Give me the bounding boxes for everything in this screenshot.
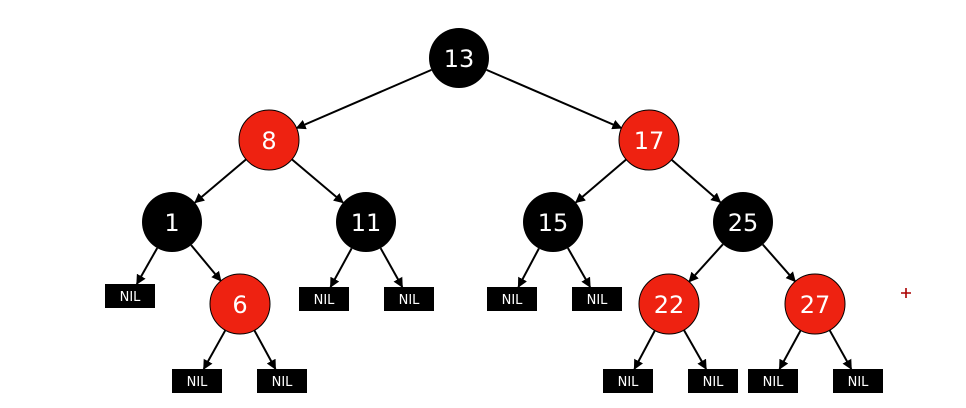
tree-node-25: 25 — [713, 192, 773, 252]
node-label: 15 — [538, 209, 569, 237]
edge-n27-nil11 — [828, 329, 853, 370]
nil-label: NIL — [399, 293, 421, 308]
edge-n25-n22 — [688, 243, 724, 283]
tree-node-6: 6 — [209, 273, 271, 335]
edge-n8-n1 — [194, 158, 247, 204]
nil-label: NIL — [763, 375, 785, 390]
tree-node-27: 27 — [784, 273, 846, 335]
nil-leaf: NIL — [572, 287, 622, 311]
nil-box — [299, 287, 349, 311]
nil-box — [257, 369, 307, 393]
nil-box — [384, 287, 434, 311]
nil-leaf: NIL — [688, 369, 738, 393]
node-circle-red — [618, 109, 680, 171]
node-label: 22 — [654, 291, 685, 319]
edges-layer — [135, 68, 853, 370]
node-circle-black — [429, 28, 489, 88]
nil-label: NIL — [120, 290, 142, 305]
edge-n25-n27 — [762, 243, 796, 283]
tree-node-8: 8 — [238, 109, 300, 171]
edge-n8-n11 — [291, 158, 344, 204]
node-label: 11 — [351, 209, 382, 237]
nil-leaf: NIL — [299, 287, 349, 311]
edge-n6-nil3 — [253, 329, 277, 370]
tree-node-15: 15 — [523, 192, 583, 252]
edge-n13-n8 — [295, 68, 432, 130]
tree-node-22: 22 — [638, 273, 700, 335]
node-label: 27 — [800, 291, 831, 319]
edge-n15-nil6 — [517, 248, 540, 288]
edge-n27-nil10 — [778, 329, 802, 370]
edge-n17-n25 — [670, 158, 722, 204]
nil-leaf: NIL — [172, 369, 222, 393]
node-label: 8 — [261, 127, 276, 155]
nil-leaf: NIL — [487, 287, 537, 311]
nil-box — [172, 369, 222, 393]
node-circle-red — [238, 109, 300, 171]
nil-label: NIL — [587, 293, 609, 308]
node-label: 6 — [232, 291, 247, 319]
tree-node-11: 11 — [336, 192, 396, 252]
nil-box — [833, 369, 883, 393]
nil-box — [748, 369, 798, 393]
nil-box — [572, 287, 622, 311]
nil-leaf: NIL — [603, 369, 653, 393]
nil-label: NIL — [502, 293, 524, 308]
nil-leaf: NIL — [105, 284, 155, 308]
plus-cursor-icon — [901, 288, 911, 298]
nil-label: NIL — [272, 375, 294, 390]
nil-leaf: NIL — [257, 369, 307, 393]
nil-box — [688, 369, 738, 393]
tree-node-1: 1 — [142, 192, 202, 252]
nil-label: NIL — [703, 375, 725, 390]
edge-n17-n15 — [575, 158, 627, 204]
edge-n6-nil2 — [202, 329, 227, 370]
node-label: 17 — [634, 127, 665, 155]
node-circle-red — [209, 273, 271, 335]
nil-label: NIL — [618, 375, 640, 390]
node-circle-red — [784, 273, 846, 335]
edge-n15-nil7 — [567, 247, 592, 288]
nil-label: NIL — [187, 375, 209, 390]
edge-n11-nil5 — [379, 247, 404, 288]
nil-label: NIL — [848, 375, 870, 390]
nil-label: NIL — [314, 293, 336, 308]
node-circle-black — [713, 192, 773, 252]
edge-n11-nil4 — [329, 247, 353, 288]
node-label: 25 — [728, 209, 759, 237]
node-circle-black — [336, 192, 396, 252]
node-circle-red — [638, 273, 700, 335]
node-circle-black — [142, 192, 202, 252]
nil-leaf: NIL — [833, 369, 883, 393]
nil-box — [105, 284, 155, 308]
nil-box — [603, 369, 653, 393]
nil-box — [487, 287, 537, 311]
tree-node-13: 13 — [429, 28, 489, 88]
node-circle-black — [523, 192, 583, 252]
edge-n22-nil9 — [683, 329, 708, 370]
node-label: 1 — [164, 209, 179, 237]
edge-n1-n6 — [190, 244, 222, 282]
tree-node-17: 17 — [618, 109, 680, 171]
nil-leaf: NIL — [384, 287, 434, 311]
edge-n22-nil8 — [633, 330, 656, 370]
edge-n13-n17 — [486, 68, 623, 130]
nil-leaf: NIL — [748, 369, 798, 393]
node-label: 13 — [444, 45, 475, 73]
edge-n1-nil1 — [135, 247, 159, 285]
